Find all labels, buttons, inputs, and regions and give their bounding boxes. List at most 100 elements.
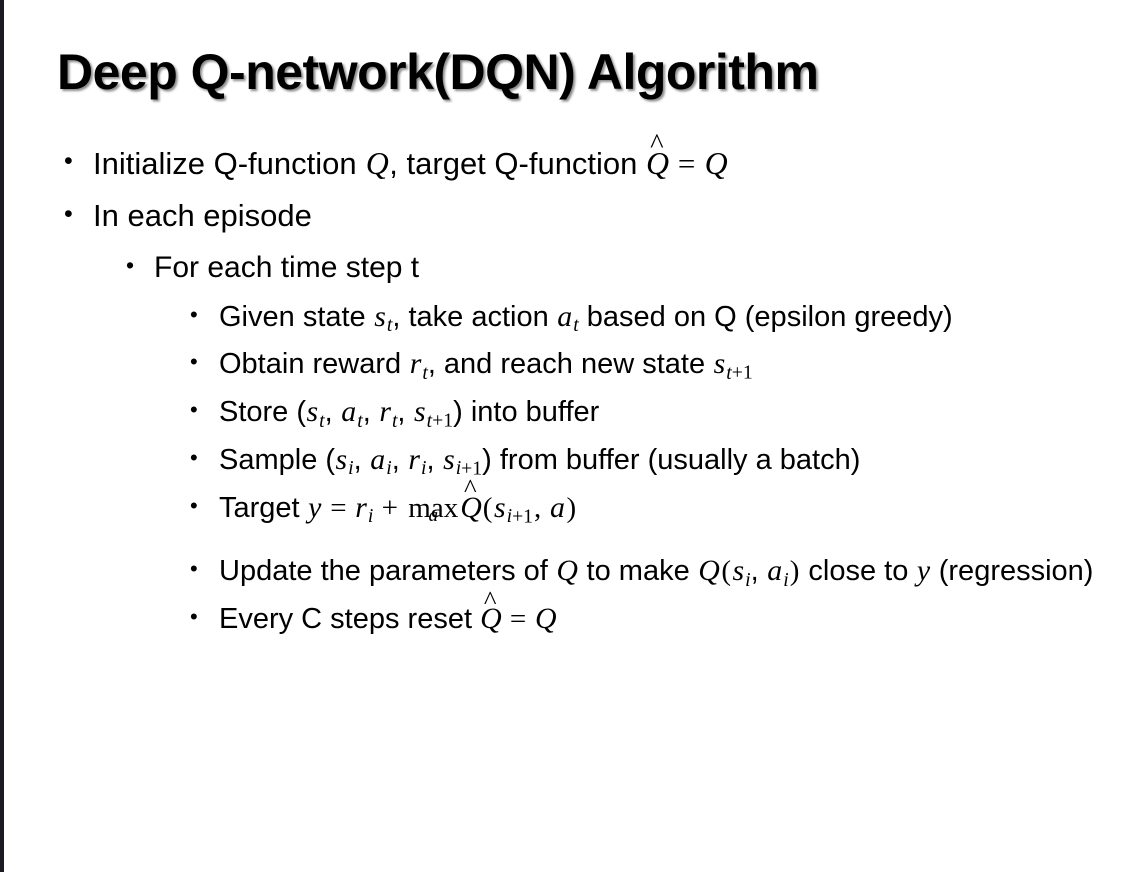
text-run: , take action (392, 300, 557, 333)
list-item-text: Given state st, take action at based on … (219, 297, 1101, 339)
text-run: close to (800, 555, 917, 588)
math-var-q: Q (535, 602, 557, 636)
math-subscript: t (386, 314, 393, 337)
math-var-a: a (767, 554, 783, 588)
math-close-paren: ) (566, 491, 577, 524)
math-subscript-offset: +1 (432, 409, 454, 432)
text-run: ) from buffer (usually a batch) (482, 443, 861, 476)
math-open-paren: ( (482, 491, 493, 524)
math-var-a: a (370, 442, 386, 476)
bullet-icon: • (64, 147, 73, 175)
list-item-text: Sample (si, ai, ri, si+1) from buffer (u… (219, 440, 1101, 482)
bullet-icon: • (64, 200, 73, 229)
text-run: Sample ( (219, 443, 336, 476)
list-item-text: Every C steps reset ^Q = Q (219, 586, 1101, 639)
math-var-s: s (306, 395, 319, 429)
math-var-qhat-base: Q (480, 602, 502, 636)
bullet-icon: • (190, 349, 198, 375)
math-var-r: r (408, 442, 420, 476)
math-inline: Q(si, ai) (698, 554, 801, 591)
bullet-icon: • (190, 444, 198, 470)
math-subscript-offset: +1 (512, 505, 534, 528)
math-max-label: max (408, 491, 459, 524)
list-item-text: Initialize Q-function Q, target Q-functi… (93, 130, 1073, 185)
math-var-r: r (409, 347, 422, 381)
list-item: • In each episode (0, 196, 1124, 237)
math-var-y: y (308, 490, 322, 524)
math-var-s: s (713, 347, 726, 381)
math-inline: st+1 (713, 347, 753, 384)
bullet-icon: • (190, 604, 198, 630)
math-subscript-offset: +1 (731, 361, 753, 384)
list-item-text: For each time step t (154, 251, 420, 285)
math-inline: st (374, 299, 393, 337)
math-var-s: s (374, 299, 386, 333)
math-inline: ri (355, 491, 374, 528)
text-run: (regression) (930, 555, 1094, 588)
text-run: , (353, 443, 370, 476)
text-run: , and reach new state (427, 348, 714, 381)
math-var-q: Q (704, 146, 728, 181)
math-subscript: i (455, 457, 462, 480)
math-var-qhat: ^Q (480, 586, 502, 639)
math-subscript: i (783, 568, 789, 591)
math-var-a: a (557, 299, 573, 333)
list-item: • Given state st, take action at based o… (0, 297, 1124, 339)
text-run: ) into buffer (453, 396, 600, 429)
bullet-list: • Initialize Q-function Q, target Q-func… (0, 130, 1124, 645)
bullet-icon: • (126, 252, 135, 279)
text-run: , target Q-function (389, 146, 647, 181)
list-item: • Obtain reward rt, and reach new state … (0, 344, 1124, 386)
math-var-q: Q (365, 146, 389, 181)
text-run: , (426, 443, 443, 476)
math-equals: = (502, 603, 534, 636)
list-item-text: Obtain reward rt, and reach new state st… (219, 344, 1101, 386)
math-close-paren: ) (789, 555, 800, 588)
math-var-q: Q (556, 554, 578, 588)
text-run: , (324, 396, 341, 429)
math-subscript: t (573, 314, 579, 337)
math-var-s: s (493, 490, 506, 524)
math-subscript: i (506, 505, 513, 528)
math-subscript: t (422, 361, 428, 384)
hat-accent-icon: ^ (464, 473, 477, 504)
list-item-text: Update the parameters of Q to make Q(si,… (219, 551, 1101, 593)
math-subscript: i (367, 505, 374, 528)
math-var-s: s (443, 442, 455, 476)
math-inline: si, ai, ri, si+1 (335, 442, 483, 480)
math-subscript: i (386, 457, 392, 480)
text-run: based on Q (epsilon greedy) (578, 300, 953, 333)
math-var-q: Q (698, 554, 720, 588)
text-run: Target (219, 491, 308, 524)
math-equals: = (322, 491, 354, 524)
math-inline: si+1 (493, 490, 534, 528)
text-run: Every C steps reset (219, 603, 481, 636)
bullet-icon: • (190, 301, 198, 327)
math-open-paren: ( (721, 555, 732, 588)
list-item: • Sample (si, ai, ri, si+1) from buffer … (0, 440, 1124, 482)
math-subscript: t (319, 409, 325, 432)
hat-accent-icon: ^ (483, 584, 497, 615)
list-item: • Update the parameters of Q to make Q(s… (0, 551, 1124, 593)
math-subscript: i (745, 568, 751, 591)
bullet-icon: • (190, 397, 198, 423)
list-item: • Initialize Q-function Q, target Q-func… (0, 130, 1124, 185)
list-item: • Store (st, at, rt, st+1) into buffer (0, 392, 1124, 434)
text-run: Initialize Q-function (93, 146, 366, 181)
hat-accent-icon: ^ (650, 127, 664, 160)
text-run: , (397, 396, 414, 429)
text-run: , (750, 555, 767, 588)
text-run: , (391, 443, 408, 476)
math-subscript: t (726, 361, 732, 384)
math-var-s: s (732, 554, 745, 588)
list-item-text: Store (st, at, rt, st+1) into buffer (219, 392, 1101, 434)
text-run: Given state (219, 300, 374, 333)
math-subscript: t (426, 409, 433, 432)
slide-left-border (0, 0, 4, 872)
math-max-subscript: a (428, 505, 439, 527)
math-inline: at (557, 299, 579, 337)
math-var-qhat-base: Q (460, 490, 482, 524)
